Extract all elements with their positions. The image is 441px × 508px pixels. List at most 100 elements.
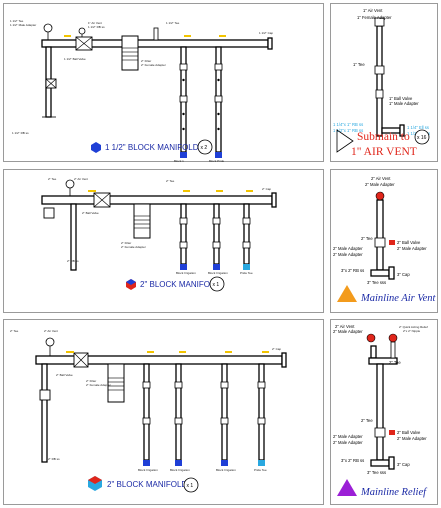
fitting-label: 1 1/2" Ball Valve (64, 57, 86, 61)
block-label: Block Irrigation (216, 468, 236, 472)
fitting-label: 3"x 2" RB ss (341, 268, 364, 273)
fitting-label: 2" Ball Valve (82, 211, 99, 215)
block-label: Pride Tee (254, 468, 267, 472)
fitting-label: 2" Male Adapter (333, 252, 363, 257)
manifold-1-qty: x 2 (201, 145, 208, 151)
fitting-label: 1 1/2" RB ss (12, 131, 29, 135)
fitting-label: 2" Air Vent (371, 176, 391, 181)
manifold-2-drawing: 2" Tee 2" Air Vent 2" Ball Valve 2" Filt… (41, 177, 277, 292)
block-label: Block Irrigation (176, 271, 196, 275)
fitting-label: 2" Male Adapter (333, 440, 363, 445)
warning-triangle-icon (337, 479, 357, 496)
panel-mainline-relief: 2" Air Vent 2" Male Adapter 2" Quick Act… (330, 319, 438, 505)
fitting-label: 2" Tee (166, 179, 175, 183)
fitting-label: 2" Female Adapter (141, 63, 166, 67)
fitting-label: 1" Male Adapter (389, 101, 419, 106)
fitting-label: 1 1/2" Tee (166, 21, 180, 25)
warning-triangle-icon (337, 285, 357, 302)
fitting-label: 2" Tee (10, 329, 19, 333)
fitting-label: 2" Quick Acting Relief (399, 325, 428, 329)
fitting-label: 3" Tee sss (367, 280, 386, 285)
triangle-icon (336, 129, 354, 153)
qty-badge (209, 276, 225, 292)
fitting-label: 1 1/2" Cap (259, 31, 273, 35)
fitting-label: 1 1/2" Tee (10, 19, 24, 23)
fitting-label: 2" Male Adapter (397, 246, 427, 251)
relief-valve-icon (388, 333, 398, 343)
mainline-air-vent-caption: Mainline Air Vent (360, 293, 437, 304)
fitting-label: 1" Ball Valve (389, 96, 413, 101)
fitting-label: 2" RB ss (48, 457, 60, 461)
block-label: Block Pride (209, 159, 225, 163)
manifold-3-title: 2" BLOCK MANIFOLD (107, 480, 187, 489)
mainline-relief-drawing: 2" Air Vent 2" Male Adapter 2" Quick Act… (333, 324, 428, 498)
fitting-label: 2" Air Vent (44, 329, 58, 333)
mainline-air-vent-drawing: 2" Air Vent 2" Male Adapter 2" Tee 2" Ba… (333, 176, 437, 304)
qty-badge (197, 139, 213, 155)
fitting-label: 2" Filter (141, 59, 151, 63)
block-label: Block Irrigation (208, 271, 228, 275)
fitting-label: 3" Cap (397, 462, 410, 467)
elbow-label: 1 1/4" Ell ss (407, 125, 429, 130)
fitting-label: 2" Filter (121, 241, 131, 245)
manifold-3-drawing: 2" Tee 2" Air Vent 2" Ball Valve 2" Filt… (10, 329, 287, 493)
fitting-label: 2" Female Adapter (86, 383, 111, 387)
gauge-icon (45, 337, 55, 347)
fitting-label: 2" Cap (272, 347, 281, 351)
mainline-relief-caption: Mainline Relief (360, 487, 428, 498)
fitting-label: 2" Ball Valve (56, 373, 73, 377)
panel-manifold-3: 2" Tee 2" Air Vent 2" Ball Valve 2" Filt… (3, 319, 324, 505)
fitting-label: 2" Tee (361, 418, 373, 423)
panel-mainline-air-vent: 2" Air Vent 2" Male Adapter 2" Tee 2" Ba… (330, 169, 438, 313)
air-vent-icon (375, 191, 385, 201)
filter-icon (133, 203, 151, 239)
submain-line-2: 1" AIR VENT (351, 146, 417, 158)
fitting-label: 2" Male Adapter (333, 329, 363, 334)
manifold-2-qty: x 1 (213, 282, 220, 288)
fitting-label: 1" Female Adapter (357, 15, 392, 20)
fitting-label: 2" Tee (389, 360, 401, 365)
manifold-2-title: 2" BLOCK MANIFOLD (140, 280, 220, 289)
reducer-label: 1 1/2"x 1" RB ss (333, 128, 363, 133)
fitting-label: 3"x 2" RB ss (341, 458, 364, 463)
fitting-label: 2" Ball Valve (397, 240, 421, 245)
fitting-label: 1 1/2" Male Adapter (10, 23, 36, 27)
fitting-label: 2" Filter (86, 379, 96, 383)
manifold-3-qty: x 1 (187, 483, 194, 489)
fitting-label: 1" Tee (353, 62, 365, 67)
reducer-label: 1 1/4"x 1" RB ss (333, 122, 363, 127)
submain-line-1: Submain to (357, 131, 410, 143)
qty-badge (183, 477, 199, 493)
panel-manifold-2: 2" Tee 2" Air Vent 2" Ball Valve 2" Filt… (3, 169, 324, 313)
fitting-label: 1" Air Vent (363, 8, 383, 13)
air-vent-drawing: 1" Air Vent 1" Female Adapter 1" Tee 1" … (333, 8, 430, 158)
hexagon-icon (91, 142, 101, 153)
fitting-label: 2" Air Vent (335, 324, 355, 329)
air-vent-icon (366, 333, 376, 343)
fitting-label: 2" Air Vent (74, 177, 88, 181)
fitting-label: 1 1/2" RB ss (88, 25, 105, 29)
gauge-icon (78, 27, 86, 35)
filter-icon (121, 35, 139, 71)
block-label: Pride Tee (240, 271, 253, 275)
gauge-icon (65, 179, 75, 189)
manifold-1-title: 1 1/2" BLOCK MANIFOLD (105, 143, 199, 152)
fitting-label: 2" Ball Valve (397, 430, 421, 435)
fitting-label: 2" Male Adapter (333, 246, 363, 251)
block-label: Block Irrigation (170, 468, 190, 472)
fitting-label: 2" Tee (48, 177, 57, 181)
fitting-label: 2" Male Adapter (333, 434, 363, 439)
fitting-label: 3" Cap (397, 272, 410, 277)
fitting-label: 2" Tee (361, 236, 373, 241)
filter-icon (107, 363, 125, 403)
panel-air-vent-detail: 1" Air Vent 1" Female Adapter 1" Tee 1" … (330, 3, 438, 162)
air-vent-qty: x 16 (417, 135, 427, 141)
gauge-icon (43, 23, 53, 33)
block-label: Block 1 (174, 159, 184, 163)
fitting-label: 2" Female Adapter (121, 245, 146, 249)
qty-badge (414, 129, 430, 145)
fitting-label: 2"x 2" Nipple (403, 329, 420, 333)
fitting-label: 2" RB ss (67, 259, 79, 263)
manifold-1-drawing: 1 1/2" Tee 1 1/2" Male Adapter 1" Air Ve… (10, 19, 273, 163)
fitting-label: 2" Cap (262, 187, 271, 191)
